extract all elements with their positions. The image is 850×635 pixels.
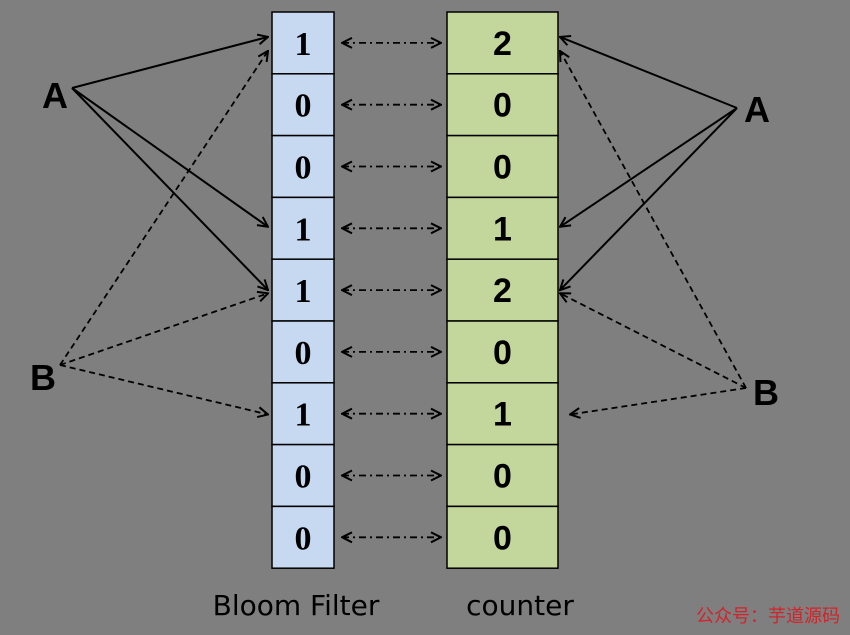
counter-cell-4 bbox=[446, 258, 559, 322]
counter-cell-0 bbox=[446, 11, 559, 75]
bloom-cell-0 bbox=[271, 11, 335, 75]
hash-arrow-left-b-4 bbox=[59, 293, 268, 366]
counter-value-1: 0 bbox=[493, 87, 512, 125]
counter-cell-7 bbox=[446, 443, 559, 508]
bloom-cell-8 bbox=[271, 505, 335, 569]
counter-cell-8 bbox=[446, 505, 559, 569]
counter-value-3: 1 bbox=[493, 210, 512, 248]
counter-cell-6 bbox=[446, 382, 559, 446]
hash-arrow-left-a-0 bbox=[71, 37, 268, 89]
bloom-bit-0: 1 bbox=[295, 26, 312, 63]
counter-array: 2 0 0 1 2 0 1 0 0 bbox=[446, 11, 559, 569]
bloom-cell-7 bbox=[271, 443, 335, 508]
bloom-bit-6: 1 bbox=[295, 397, 312, 434]
bit-counter-links bbox=[342, 43, 441, 537]
bloom-filter-array: 1 0 0 1 1 0 1 0 0 bbox=[271, 11, 335, 569]
bloom-bit-1: 0 bbox=[295, 88, 312, 125]
counter-value-0: 2 bbox=[493, 25, 512, 63]
bloom-cell-1 bbox=[271, 73, 335, 137]
bloom-bit-5: 0 bbox=[295, 335, 312, 372]
counter-value-2: 0 bbox=[493, 149, 512, 187]
bloom-bit-3: 1 bbox=[295, 211, 312, 248]
hash-arrows bbox=[59, 37, 747, 415]
bloom-bit-8: 0 bbox=[295, 520, 312, 557]
bloom-filter-caption: Bloom Filter bbox=[213, 589, 380, 622]
hash-arrow-right-b-0 bbox=[560, 51, 747, 389]
right-element-a-label: A bbox=[744, 89, 770, 130]
hash-arrow-left-a-4 bbox=[71, 87, 268, 290]
hash-arrow-right-b-4 bbox=[560, 293, 747, 389]
counter-cell-2 bbox=[446, 134, 559, 199]
hash-arrow-right-a-4 bbox=[560, 107, 738, 290]
counter-value-4: 2 bbox=[493, 272, 512, 310]
hash-arrow-right-a-0 bbox=[560, 37, 738, 109]
bloom-cell-3 bbox=[271, 196, 335, 260]
counter-value-8: 0 bbox=[493, 519, 512, 557]
bloom-cell-5 bbox=[271, 320, 335, 384]
counter-caption: counter bbox=[466, 589, 574, 622]
bloom-bit-7: 0 bbox=[295, 459, 312, 496]
right-element-b-label: B bbox=[753, 372, 779, 413]
counter-value-6: 1 bbox=[493, 396, 512, 434]
left-element-b-label: B bbox=[30, 357, 56, 398]
counter-value-7: 0 bbox=[493, 458, 512, 496]
left-element-a-label: A bbox=[42, 75, 68, 116]
watermark-text: 公众号：芋道源码 bbox=[696, 606, 840, 627]
hash-arrow-left-b-6 bbox=[59, 364, 268, 415]
bloom-bit-4: 1 bbox=[295, 273, 312, 310]
counter-cell-1 bbox=[446, 73, 559, 137]
bloom-bit-2: 0 bbox=[295, 150, 312, 187]
counter-value-5: 0 bbox=[493, 334, 512, 372]
hash-arrow-right-a-3 bbox=[560, 107, 738, 227]
hash-arrow-left-b-0 bbox=[59, 51, 268, 366]
hash-arrow-right-b-6 bbox=[570, 387, 747, 415]
hash-arrow-left-a-3 bbox=[71, 87, 268, 227]
